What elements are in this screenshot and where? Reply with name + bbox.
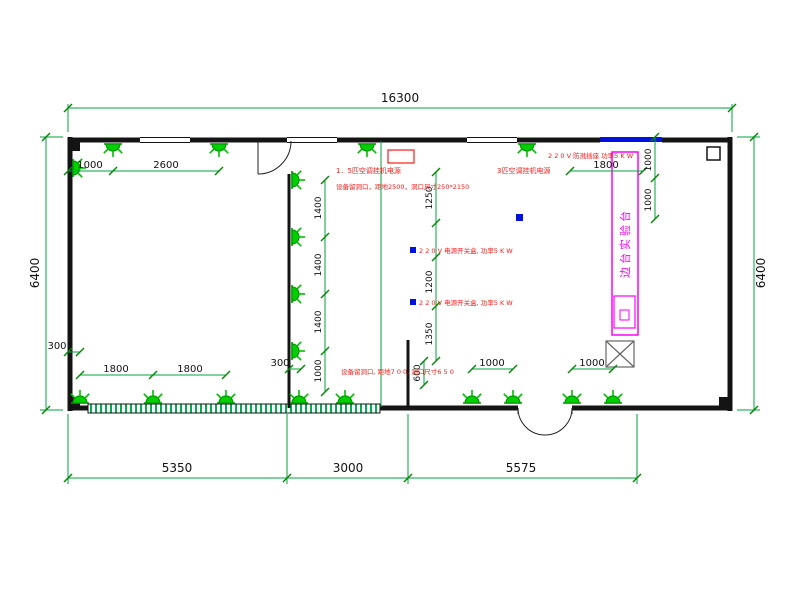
dim-top-left-1: 1000 <box>77 160 102 171</box>
dim-bottom-left-2: 1800 <box>177 364 202 375</box>
note-ac-3: 3匹空调挂机电源 <box>497 166 550 175</box>
dim-center-chain-4: 600 <box>413 364 423 381</box>
dimension-lines <box>40 103 760 484</box>
blue-device-3 <box>410 299 416 305</box>
bench-sink <box>613 295 636 329</box>
dim-overall-width: 16300 <box>381 91 419 105</box>
door-single <box>257 140 292 175</box>
dim-left-chain-1: 1400 <box>314 196 324 219</box>
door-double <box>517 407 573 436</box>
power-panel <box>387 149 415 164</box>
dim-left-chain-3: 1400 <box>314 310 324 333</box>
dim-left-chain-2: 1400 <box>314 253 324 276</box>
light-symbol <box>209 143 229 158</box>
column-bottom-right <box>719 397 729 407</box>
light-symbol <box>103 143 123 158</box>
dim-right-chain-2: 1000 <box>644 188 654 211</box>
window-top-3 <box>467 137 517 143</box>
column-top-right <box>706 146 721 161</box>
doors <box>257 140 573 436</box>
dim-bottom-mid-offset: 300 <box>270 358 289 369</box>
light-symbol <box>334 389 356 404</box>
annotations: 1．5匹空调挂机电源 设备留洞口，距地2500，洞口尺寸250*2150 3匹空… <box>336 151 634 376</box>
dim-center-chain-3: 1350 <box>425 322 435 345</box>
light-symbol <box>291 340 306 362</box>
dim-height-left: 6400 <box>28 258 42 289</box>
dim-center-chain-2: 1200 <box>425 270 435 293</box>
light-symbol <box>291 170 306 190</box>
floor-drain <box>605 340 635 368</box>
dim-bottom-left-1: 1800 <box>103 364 128 375</box>
dim-bottom-right-2: 1000 <box>579 358 604 369</box>
note-switch-box-2: 2 2 0 V 电源开关盒, 功率5 K W <box>419 298 513 307</box>
bench-label: 边台实验台 <box>618 208 632 278</box>
equipment: 边台实验台 <box>387 149 639 368</box>
column-top-left <box>70 141 80 151</box>
dim-top-left-2: 2600 <box>153 160 178 171</box>
dim-bottom-1: 5350 <box>162 461 193 475</box>
window-band-bottom <box>87 403 381 414</box>
bench-sink-basin <box>619 309 630 321</box>
blue-window-segment <box>600 137 662 142</box>
note-hole-top: 设备留洞口，距地2500，洞口尺寸250*2150 <box>336 182 469 191</box>
dim-right-chain-1: 1000 <box>644 148 654 171</box>
note-splash-socket: 2 2 0 V 防溅插座 功率5 K W <box>548 151 634 160</box>
note-ac-1-5: 1．5匹空调挂机电源 <box>336 166 401 175</box>
window-top-1 <box>140 137 190 143</box>
dim-top-right: 1800 <box>593 160 618 171</box>
dim-bottom-3: 5575 <box>506 461 537 475</box>
dim-center-chain-1: 1250 <box>425 186 435 209</box>
dim-bottom-right-1: 1000 <box>479 358 504 369</box>
blue-device-2 <box>410 247 416 253</box>
light-symbol <box>461 389 483 404</box>
dim-left-chain-4: 1000 <box>314 359 324 382</box>
window-top-2 <box>287 137 337 143</box>
light-symbol <box>516 143 538 158</box>
dimension-labels: 16300 6400 6400 5350 3000 5575 1000 2600… <box>28 91 768 475</box>
light-symbol <box>561 389 583 404</box>
light-symbol <box>216 389 236 404</box>
blue-device-1 <box>516 214 523 221</box>
light-symbol <box>356 143 378 158</box>
dim-height-right: 6400 <box>754 258 768 289</box>
light-symbol <box>70 389 90 404</box>
note-switch-box-1: 2 2 0 V 电源开关盒, 功率5 K W <box>419 246 513 255</box>
light-symbol <box>288 389 310 404</box>
dim-bottom-left-offset: 300 <box>47 341 66 352</box>
dim-bottom-2: 3000 <box>333 461 364 475</box>
light-symbol <box>291 283 306 305</box>
note-hole-bottom: 设备留洞口, 距地7 0 0, 洞口尺寸6 5 0 <box>341 367 454 376</box>
light-symbol <box>602 389 624 404</box>
light-symbol <box>143 389 163 404</box>
light-symbol <box>291 227 306 247</box>
light-symbol <box>502 389 524 404</box>
lab-bench: 边台实验台 <box>611 151 639 336</box>
